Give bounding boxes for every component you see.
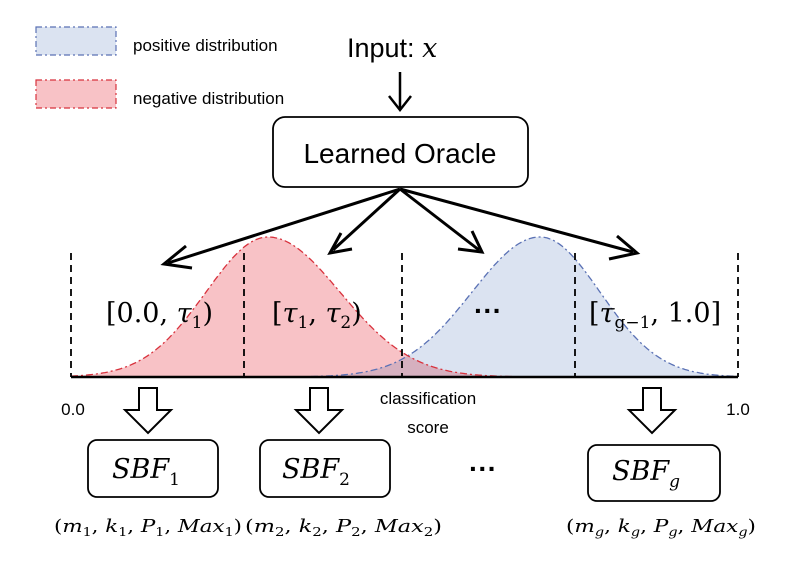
axis-right-tick: 1.0 — [726, 400, 750, 419]
params-2-p: P — [335, 516, 352, 537]
route-arrow-2-head — [327, 232, 353, 256]
interval-1-lbracket: [ — [106, 298, 117, 329]
input-variable: x — [422, 33, 437, 64]
params-2-max-sub: 2 — [424, 525, 434, 539]
filter-arrow-2 — [293, 387, 345, 435]
params-2-m: m — [254, 516, 275, 537]
interval-2-upper-sub: 2 — [340, 313, 351, 333]
route-arrow-1 — [167, 187, 401, 265]
params-1-p: P — [140, 516, 157, 537]
interval-label-g: [τg−1, 1.0] — [589, 298, 721, 333]
legend-positive-label: positive distribution — [133, 36, 278, 55]
legend: positive distribution negative distribut… — [35, 26, 284, 109]
params-g-k-sub: g — [631, 525, 641, 539]
interval-2-lower-sub: 1 — [297, 313, 308, 333]
filter-ellipsis: ··· — [469, 453, 497, 484]
interval-g-rbracket: ] — [711, 298, 722, 329]
filter-arrow-g — [626, 387, 678, 435]
params-1-p-sub: 1 — [155, 525, 164, 539]
oracle-label: Learned Oracle — [303, 138, 496, 169]
interval-label-2: [τ1, τ2) — [272, 298, 362, 333]
oracle-routing-arrows — [160, 187, 641, 270]
negative-distribution-area — [71, 237, 738, 377]
filter-label-2: SBF2 — [282, 454, 350, 490]
interval-g-lower-sub: g−1 — [614, 313, 650, 333]
filter-arrow-1 — [122, 387, 174, 435]
filter-g-base: SBF — [612, 456, 670, 487]
input-prefix: Input: — [347, 33, 422, 63]
interval-1-lower: 0.0 — [117, 298, 160, 329]
route-arrow-3 — [399, 187, 480, 252]
filter-1-sub: 1 — [169, 470, 180, 490]
filter-1-base: SBF — [112, 454, 170, 485]
input-arrow-head — [388, 95, 412, 113]
params-g-p: P — [653, 516, 670, 537]
route-arrow-3-head — [457, 230, 485, 254]
interval-g-lbracket: [ — [589, 298, 600, 329]
route-arrow-2 — [331, 187, 402, 252]
interval-label-1: [0.0, τ1) — [106, 298, 213, 333]
interval-g-upper: 1.0 — [668, 298, 711, 329]
filter-box-2 — [259, 439, 391, 498]
filter-label-1: SBF1 — [112, 454, 180, 490]
params-1-m-sub: 1 — [83, 525, 92, 539]
params-g-m-sub: g — [595, 525, 605, 539]
filter-label-g: SBFg — [612, 456, 680, 492]
filter-box-g — [587, 444, 721, 502]
filter-2-sub: 2 — [339, 470, 350, 490]
legend-positive-swatch — [35, 26, 117, 56]
params-1-max-sub: 1 — [225, 525, 234, 539]
interval-2-comma: , — [308, 298, 325, 329]
legend-negative-swatch — [35, 79, 117, 109]
params-2-m-sub: 2 — [275, 525, 285, 539]
params-2-k: k — [299, 516, 313, 537]
params-g-p-sub: g — [668, 525, 678, 539]
interval-2-upper: τ — [325, 298, 341, 329]
params-2-max: Max — [374, 516, 424, 537]
interval-1-rbracket: ) — [202, 298, 213, 329]
params-g-max: Max — [690, 516, 738, 537]
filter-arrows — [122, 387, 678, 435]
params-1-max: Max — [177, 516, 225, 537]
interval-2-lower: τ — [283, 298, 299, 329]
legend-negative-label: negative distribution — [133, 89, 284, 108]
axis-label-line2: score — [407, 418, 449, 437]
positive-distribution-area — [71, 237, 738, 377]
filters: SBF1 SBF2 ··· SBFg — [87, 439, 721, 502]
interval-1-comma: , — [160, 298, 177, 329]
axis-left-tick: 0.0 — [61, 400, 85, 419]
route-arrow-4-head — [608, 234, 641, 261]
axis-label-line1: classification — [380, 389, 476, 408]
interval-g-lower: τ — [600, 298, 616, 329]
interval-2-lbracket: [ — [272, 298, 283, 329]
params-g-m: m — [574, 516, 594, 537]
interval-ellipsis: ··· — [474, 295, 502, 326]
filter-g-sub: g — [669, 472, 680, 492]
interval-2-rbracket: ) — [351, 298, 362, 329]
interval-1-upper-sub: 1 — [192, 313, 203, 333]
oracle-box — [272, 116, 529, 188]
filter-box-1 — [87, 439, 219, 498]
params-1-k: k — [105, 516, 118, 537]
input-label: Input: x — [347, 33, 437, 64]
params-2-k-sub: 2 — [312, 525, 322, 539]
route-arrow-4 — [399, 187, 634, 254]
params-g-max-sub: g — [738, 525, 748, 539]
interval-1-upper: τ — [177, 298, 193, 329]
params-2-p-sub: 2 — [351, 525, 361, 539]
route-arrow-1-head — [160, 244, 193, 270]
interval-labels: [0.0, τ1) [τ1, τ2) ··· [τg−1, 1.0] — [106, 295, 721, 333]
interval-g-comma: , — [650, 298, 667, 329]
params-1-m: m — [62, 516, 82, 537]
filter-2-base: SBF — [282, 454, 340, 485]
threshold-lines — [70, 253, 739, 377]
params-1-k-sub: 1 — [118, 525, 127, 539]
params-g-k: k — [618, 516, 631, 537]
